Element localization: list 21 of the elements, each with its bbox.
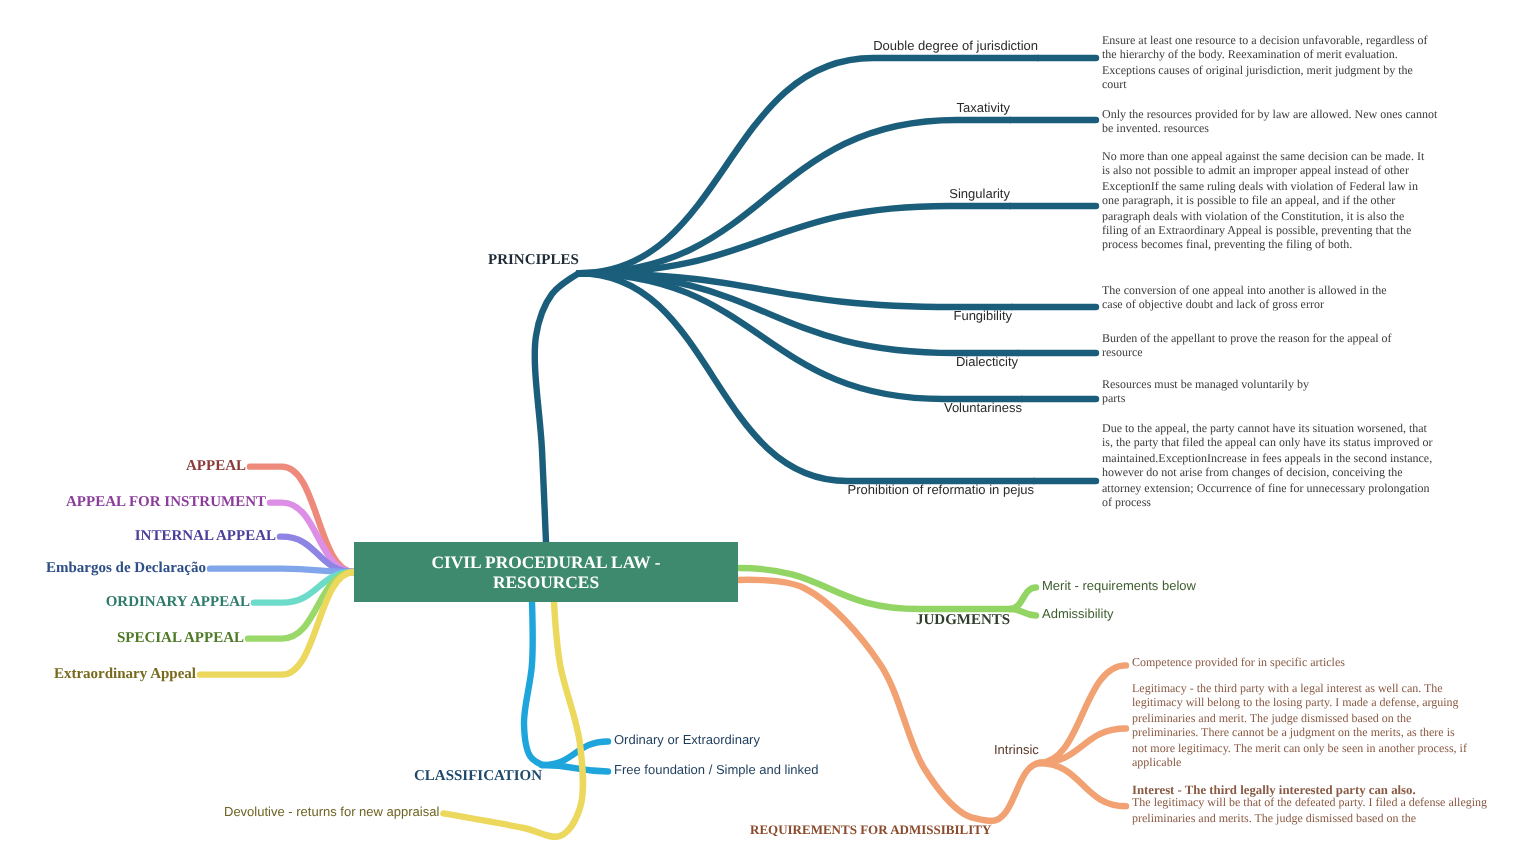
branch-line (988, 759, 1044, 825)
branch-line (1014, 349, 1100, 357)
branch-line (1034, 54, 1100, 62)
branch-line (1006, 202, 1100, 210)
branch-line (531, 270, 583, 546)
branch-line (734, 564, 1014, 613)
branch-line (520, 598, 546, 769)
branch-line (1007, 584, 1040, 613)
branch-line (1018, 395, 1100, 403)
central-topic-box (354, 542, 738, 602)
branch-line (196, 568, 358, 678)
branch-line (1007, 605, 1040, 619)
branch-line (1008, 303, 1100, 311)
branch-line (734, 576, 995, 825)
branch-line (1030, 477, 1100, 485)
branch-line (440, 598, 587, 841)
branch-line (575, 270, 1038, 485)
branch-line (538, 761, 612, 775)
branch-line (1035, 759, 1130, 810)
topic-title: CIVIL PROCEDURAL LAW - RESOURCES (429, 552, 663, 592)
branch-line (1006, 116, 1100, 124)
